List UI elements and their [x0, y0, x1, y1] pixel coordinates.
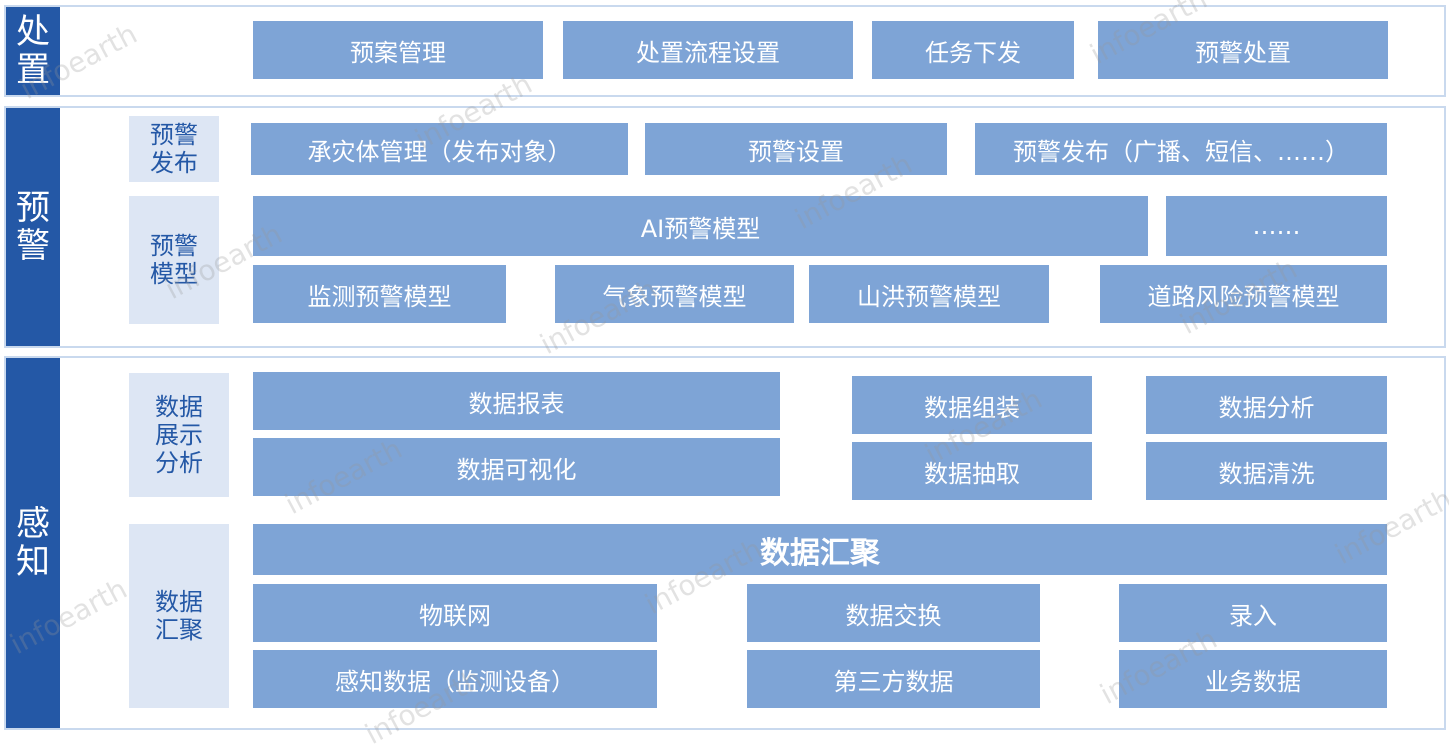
box-data-entry: 录入: [1119, 584, 1387, 642]
box-business-data: 业务数据: [1119, 650, 1387, 708]
box-process-settings: 处置流程设置: [563, 21, 853, 79]
box-third-party-data: 第三方数据: [747, 650, 1040, 708]
box-sensor-data: 感知数据（监测设备）: [253, 650, 657, 708]
box-weather-model: 气象预警模型: [555, 265, 794, 323]
layer-title-warning: 预 警: [6, 108, 60, 346]
layer-warning: 预 警 预警 发布 承灾体管理（发布对象） 预警设置 预警发布（广播、短信、………: [4, 106, 1446, 348]
box-warning-settings: 预警设置: [645, 123, 947, 175]
box-data-analysis: 数据分析: [1146, 376, 1387, 434]
box-warning-release: 预警发布（广播、短信、……）: [975, 123, 1387, 175]
box-data-cleaning: 数据清洗: [1146, 442, 1387, 500]
sub-label-warning-publish: 预警 发布: [129, 116, 219, 182]
box-data-report: 数据报表: [253, 372, 780, 430]
sub-label-data-aggregation: 数据 汇聚: [129, 524, 229, 708]
box-data-visualization: 数据可视化: [253, 438, 780, 496]
box-more-models: ……: [1166, 196, 1387, 256]
box-ai-model: AI预警模型: [253, 196, 1148, 256]
box-flood-model: 山洪预警模型: [809, 265, 1049, 323]
box-data-assembly: 数据组装: [852, 376, 1092, 434]
box-road-risk-model: 道路风险预警模型: [1100, 265, 1387, 323]
layer-title-disposal: 处 置: [6, 7, 60, 95]
box-monitoring-model: 监测预警模型: [253, 265, 506, 323]
box-warning-disposal: 预警处置: [1098, 21, 1388, 79]
box-data-extraction: 数据抽取: [852, 442, 1092, 500]
layer-title-perception: 感 知: [6, 358, 60, 728]
box-data-aggregation-header: 数据汇聚: [253, 524, 1387, 575]
sub-label-data-display: 数据 展示 分析: [129, 373, 229, 497]
box-iot: 物联网: [253, 584, 657, 642]
layer-disposal: 处 置 预案管理 处置流程设置 任务下发 预警处置: [4, 5, 1446, 97]
box-disaster-bearer: 承灾体管理（发布对象）: [251, 123, 628, 175]
box-data-exchange: 数据交换: [747, 584, 1040, 642]
box-task-dispatch: 任务下发: [872, 21, 1074, 79]
box-plan-management: 预案管理: [253, 21, 543, 79]
layer-perception: 感 知 数据 展示 分析 数据报表 数据可视化 数据组装 数据分析 数据抽取 数…: [4, 356, 1446, 730]
sub-label-warning-model: 预警 模型: [129, 196, 219, 324]
